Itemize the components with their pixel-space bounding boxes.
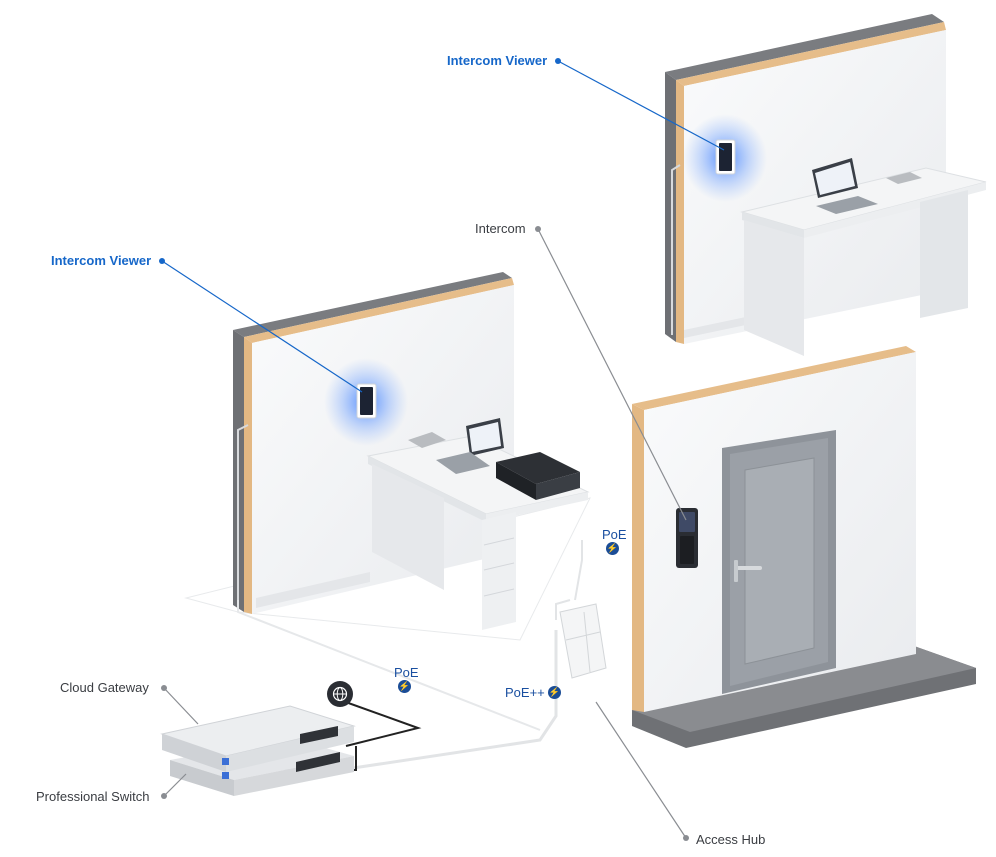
dot-gateway (161, 685, 167, 691)
left-wall-concrete-top (233, 272, 512, 337)
network (160, 540, 607, 796)
door-wall-wood-side (632, 404, 644, 712)
intercom-keypad (680, 536, 694, 564)
switch-logo (222, 772, 229, 779)
left-laptop-screen (469, 422, 501, 452)
lightning-bolt-icon: ⚡ (398, 680, 411, 693)
top-desk-leg-right (920, 190, 968, 318)
globe-icon (327, 681, 353, 707)
top-wall-wood-top (676, 22, 946, 86)
drawer-line-2 (483, 562, 515, 571)
printer-side (536, 472, 580, 500)
dot-switch (161, 793, 167, 799)
cable-hub-to-intercom (574, 540, 583, 601)
left-wall-baseboard (256, 572, 370, 608)
left-intercom-viewer-screen (360, 387, 373, 415)
access-hub-device (559, 603, 607, 679)
door-floor-top (632, 646, 976, 732)
leader-left-viewer (161, 260, 363, 393)
top-laptop-screen (815, 162, 855, 195)
cable-internet (339, 699, 422, 747)
gateway-ports (300, 726, 338, 744)
left-books (408, 432, 446, 448)
top-desk-edge-side (804, 182, 986, 238)
leader-top-viewer (557, 60, 725, 151)
access-hub-seam (565, 631, 601, 641)
left-laptop-base (436, 452, 490, 474)
dot-intercom (535, 226, 541, 232)
door-wall-wood-top (632, 346, 916, 410)
top-desk-edge-front (742, 212, 804, 238)
switch-ports (296, 752, 340, 772)
top-books (886, 172, 922, 184)
door-room (632, 346, 976, 748)
top-wall-wood-side (676, 80, 684, 344)
left-wall-wood-top (244, 278, 514, 343)
left-desk-edge-front (368, 456, 486, 522)
leader-switch (163, 773, 187, 797)
poe-label-door: PoE (602, 527, 627, 542)
poe-label-floor: PoE (394, 665, 419, 680)
leader-gateway (163, 687, 199, 725)
drawer-line-1 (483, 537, 515, 546)
dot-access-hub (683, 835, 689, 841)
intercom-screen (679, 512, 695, 532)
label-intercom: Intercom (475, 221, 526, 236)
door-handle-plate (734, 560, 738, 582)
top-wall-baseboard (684, 314, 760, 338)
dot-top-viewer (555, 58, 561, 64)
label-professional-switch: Professional Switch (36, 789, 150, 804)
top-laptop-base (816, 196, 878, 214)
access-hub-seam-v (583, 611, 591, 673)
top-wall-concrete-side (665, 72, 676, 342)
poe-label-hub: PoE++ (505, 685, 545, 700)
left-desk-leg-left (372, 464, 444, 590)
switch-side (234, 756, 354, 796)
label-intercom-viewer-top: Intercom Viewer (447, 53, 548, 68)
top-wall-concrete-top (665, 14, 944, 80)
label-intercom-viewer-left: Intercom Viewer (51, 253, 152, 268)
left-desk-drawers (482, 512, 516, 630)
leader-access-hub (595, 701, 687, 839)
left-wall-face (252, 285, 514, 614)
printer-top (496, 452, 580, 484)
left-room (184, 272, 591, 641)
gateway-logo (222, 758, 229, 765)
top-desk-leg-left (744, 220, 804, 356)
label-cloud-gateway: Cloud Gateway (60, 680, 149, 695)
leader-lines (159, 58, 725, 841)
cable-floor-to-left-wall (237, 600, 541, 731)
top-wall-cable (671, 164, 681, 335)
drawer-line-3 (483, 588, 515, 597)
left-wall-cable (237, 424, 249, 600)
label-access-hub: Access Hub (696, 832, 766, 847)
lightning-bolt-icon: ⚡ (548, 686, 561, 699)
cable-hub-loop (555, 599, 571, 620)
top-room (665, 14, 987, 356)
printer-front (496, 462, 536, 500)
leader-intercom (537, 228, 687, 521)
gateway-front (162, 734, 226, 772)
door-inset (744, 457, 815, 665)
switch-front (170, 760, 234, 796)
left-wall-wood-side (244, 337, 252, 614)
dot-left-viewer (159, 258, 165, 264)
top-intercom-viewer-screen (719, 143, 732, 171)
door-handle (734, 566, 762, 570)
lightning-bolt-icon: ⚡ (606, 542, 619, 555)
